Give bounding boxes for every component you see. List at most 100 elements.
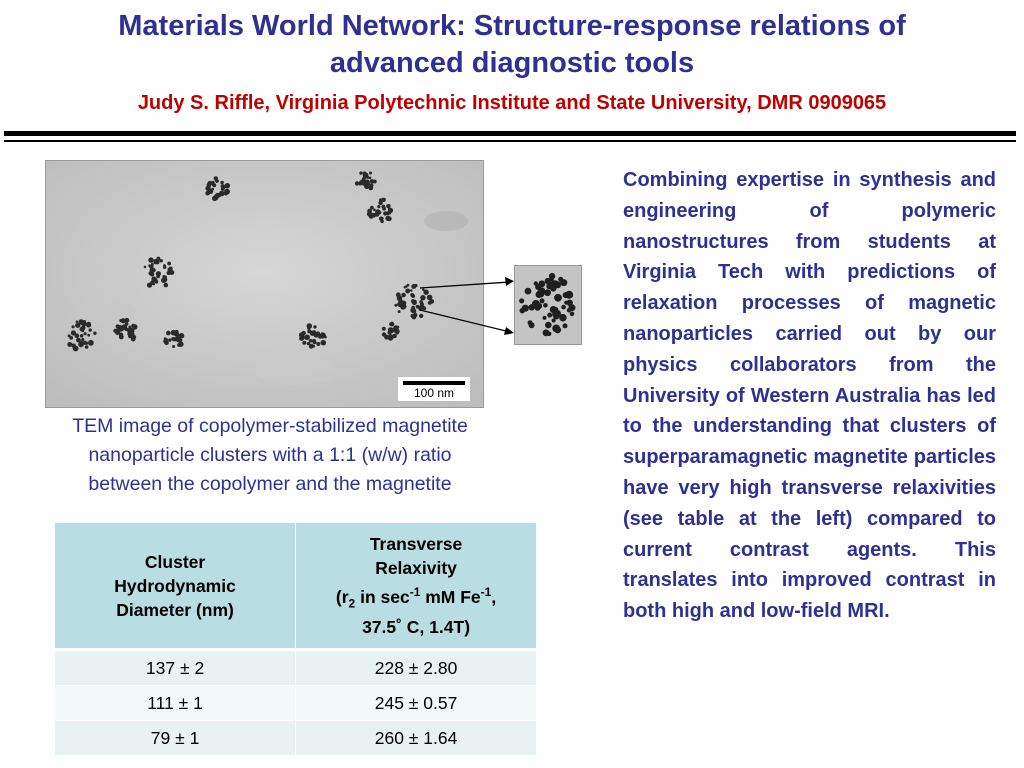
nanoparticle — [418, 306, 423, 311]
cell-diameter: 111 ± 1 — [53, 685, 297, 721]
nanoparticle — [93, 331, 97, 335]
table-row: 111 ± 1 245 ± 0.57 — [53, 685, 537, 721]
nanoparticle — [535, 284, 542, 290]
nanoparticle — [80, 325, 86, 331]
nanoparticle — [113, 328, 118, 333]
nanoparticle — [118, 334, 124, 340]
nanoparticle — [397, 310, 401, 314]
nanoparticle — [422, 288, 425, 291]
body-paragraph: Combining expertise in synthesis and eng… — [623, 169, 996, 623]
nanoparticle — [173, 330, 177, 334]
nanoparticle — [132, 335, 137, 339]
nanoparticle — [373, 208, 376, 212]
nanoparticle — [543, 303, 548, 308]
nanoparticle — [358, 181, 363, 186]
nanoparticle — [411, 284, 417, 289]
nanoparticle — [410, 307, 416, 314]
nanoparticle — [419, 300, 423, 304]
nanoparticle — [562, 323, 568, 329]
nanoparticle — [389, 322, 393, 326]
nanoparticle — [410, 289, 413, 292]
nanoparticle — [155, 271, 161, 277]
nanoparticle — [566, 299, 573, 306]
nanoparticle — [419, 313, 424, 319]
nanoparticle — [211, 187, 215, 191]
nanoparticle — [539, 298, 545, 304]
cell-relaxivity: 228 ± 2.80 — [295, 649, 537, 686]
nanoparticle — [215, 192, 221, 198]
nanoparticle — [71, 325, 75, 329]
nanoparticle — [536, 289, 545, 298]
nanoparticle — [362, 171, 367, 175]
nanoparticle — [320, 334, 325, 339]
table-row: 137 ± 2 228 ± 2.80 — [53, 649, 537, 686]
nanoparticle — [131, 324, 138, 330]
nanoparticle — [167, 267, 171, 271]
header-rule-thin — [4, 140, 1016, 142]
nanoparticle — [384, 334, 390, 340]
title-line-1: Materials World Network: Structure-respo… — [118, 10, 906, 42]
nanoparticle — [551, 318, 556, 323]
cell-relaxivity: 245 ± 0.57 — [295, 685, 537, 721]
nanoparticle — [298, 332, 305, 338]
nanoparticle — [69, 336, 74, 340]
nanoparticle — [148, 257, 154, 263]
nanoparticle — [363, 180, 368, 185]
nanoparticle — [387, 210, 392, 215]
nanoparticle — [547, 312, 553, 318]
nanoparticle — [524, 287, 532, 295]
nanoparticle — [71, 343, 76, 348]
nanoparticle — [163, 265, 167, 269]
nanoparticle — [153, 277, 158, 282]
header-rule-thick — [4, 131, 1016, 136]
nanoparticle — [84, 345, 89, 349]
header-transverse-relaxivity: Transverse Relaxivity (r2 in sec-1 mM Fe… — [295, 522, 537, 651]
nanoparticle — [159, 259, 163, 263]
nanoparticle — [561, 304, 566, 310]
nanoparticle — [156, 256, 161, 261]
nanoparticle — [220, 180, 224, 185]
nanoparticle — [387, 330, 392, 335]
nanoparticle — [378, 211, 382, 215]
nanoparticle — [306, 341, 311, 346]
nanoparticle — [423, 289, 429, 295]
nanoparticle — [528, 322, 535, 329]
nanoparticle — [309, 330, 316, 336]
relaxivity-table: Cluster Hydrodynamic Diameter (nm) Trans… — [53, 522, 537, 756]
nanoparticle — [81, 329, 85, 333]
nanoparticle — [86, 322, 92, 328]
nanoparticle — [368, 176, 372, 180]
nanoparticle — [426, 294, 433, 301]
nanoparticle — [163, 338, 168, 344]
nanoparticle — [70, 330, 76, 336]
nanoparticle — [311, 338, 317, 344]
cell-relaxivity: 260 ± 1.64 — [295, 720, 537, 756]
nanoparticle — [79, 340, 83, 344]
nanoparticle — [149, 267, 154, 273]
nanoparticle — [372, 179, 377, 184]
nanoparticle — [387, 207, 391, 211]
header-cluster-diameter: Cluster Hydrodynamic Diameter (nm) — [53, 522, 297, 651]
nanoparticle — [79, 334, 84, 338]
nanoparticle — [220, 187, 225, 191]
nanoparticle — [422, 307, 426, 310]
nanoparticle — [172, 345, 176, 348]
nanoparticle — [88, 339, 94, 346]
nanoparticle — [385, 215, 391, 221]
nanoparticle — [383, 211, 388, 216]
nanoparticle — [382, 206, 386, 211]
nanoparticle — [536, 303, 543, 309]
nanoparticle — [127, 333, 133, 339]
tem-micrograph: 100 nm — [45, 160, 484, 408]
nanoparticle — [128, 327, 132, 331]
nanoparticle — [544, 277, 551, 285]
nanoparticle — [412, 312, 418, 318]
nanoparticle — [78, 319, 84, 325]
nanoparticle — [176, 339, 180, 343]
nanoparticle — [76, 337, 81, 343]
nanoparticle — [224, 183, 230, 189]
nanoparticle — [386, 204, 391, 208]
nanoparticle-clusters — [67, 171, 435, 352]
nanoparticle — [411, 294, 416, 298]
nanoparticle — [211, 182, 216, 187]
